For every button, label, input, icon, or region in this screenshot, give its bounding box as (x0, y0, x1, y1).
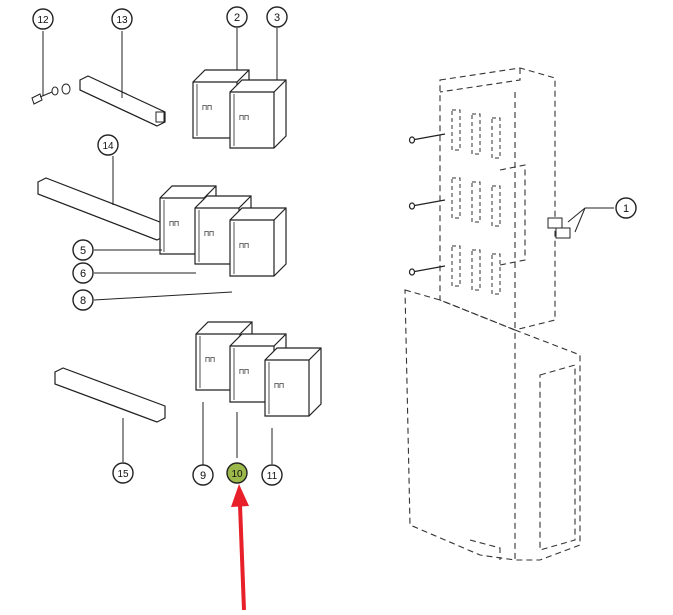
connector-1 (547, 217, 571, 239)
callout-15[interactable]: 15 (112, 462, 134, 484)
screw-12 (31, 83, 71, 105)
callout-9[interactable]: 9 (192, 464, 214, 486)
callout-14[interactable]: 14 (97, 134, 119, 156)
module-11 (264, 347, 322, 417)
callout-12[interactable]: 12 (32, 8, 54, 30)
callout-label: 1 (623, 203, 629, 215)
callout-circle (192, 464, 214, 486)
cabinet-pins (408, 133, 446, 276)
callout-6[interactable]: 6 (72, 262, 94, 284)
callout-label: 9 (200, 470, 206, 482)
callout-label: 11 (267, 471, 278, 482)
callout-circle (261, 464, 283, 486)
callout-label: 2 (234, 12, 240, 24)
callout-label: 14 (102, 141, 114, 152)
callout-circle (72, 239, 94, 261)
cabinet-frame (404, 67, 581, 561)
callout-circle (32, 8, 54, 30)
callout-circle (97, 134, 119, 156)
callout-label: 13 (116, 15, 128, 26)
callout-11[interactable]: 11 (261, 464, 283, 486)
callout-label: 5 (80, 245, 86, 257)
callout-1[interactable]: 1 (615, 197, 637, 219)
callout-5[interactable]: 5 (72, 239, 94, 261)
callout-label: 12 (37, 15, 49, 26)
callout-label: 10 (231, 469, 243, 480)
callout-3[interactable]: 3 (266, 6, 288, 28)
callout-circle (615, 197, 637, 219)
callout-circle (72, 289, 94, 311)
callout-circle (72, 262, 94, 284)
bracket-13 (79, 75, 166, 127)
callout-2[interactable]: 2 (226, 6, 248, 28)
callout-label: 3 (274, 12, 280, 24)
callout-circle (111, 8, 133, 30)
callout-label: 8 (80, 295, 86, 307)
callout-10[interactable]: 10 (226, 462, 248, 484)
bracket-14 (37, 177, 166, 241)
highlight-arrow (231, 484, 249, 611)
callout-circle (266, 6, 288, 28)
bracket-15 (54, 367, 166, 423)
callout-circle (112, 462, 134, 484)
module-8 (229, 207, 287, 277)
callout-circle (226, 6, 248, 28)
leader-lines (42, 28, 614, 466)
callout-circle (226, 462, 248, 484)
cabinet-slots (451, 109, 501, 295)
callout-13[interactable]: 13 (111, 8, 133, 30)
callout-label: 15 (117, 469, 129, 480)
callout-8[interactable]: 8 (72, 289, 94, 311)
callout-label: 6 (80, 268, 86, 280)
module-3 (229, 79, 287, 149)
